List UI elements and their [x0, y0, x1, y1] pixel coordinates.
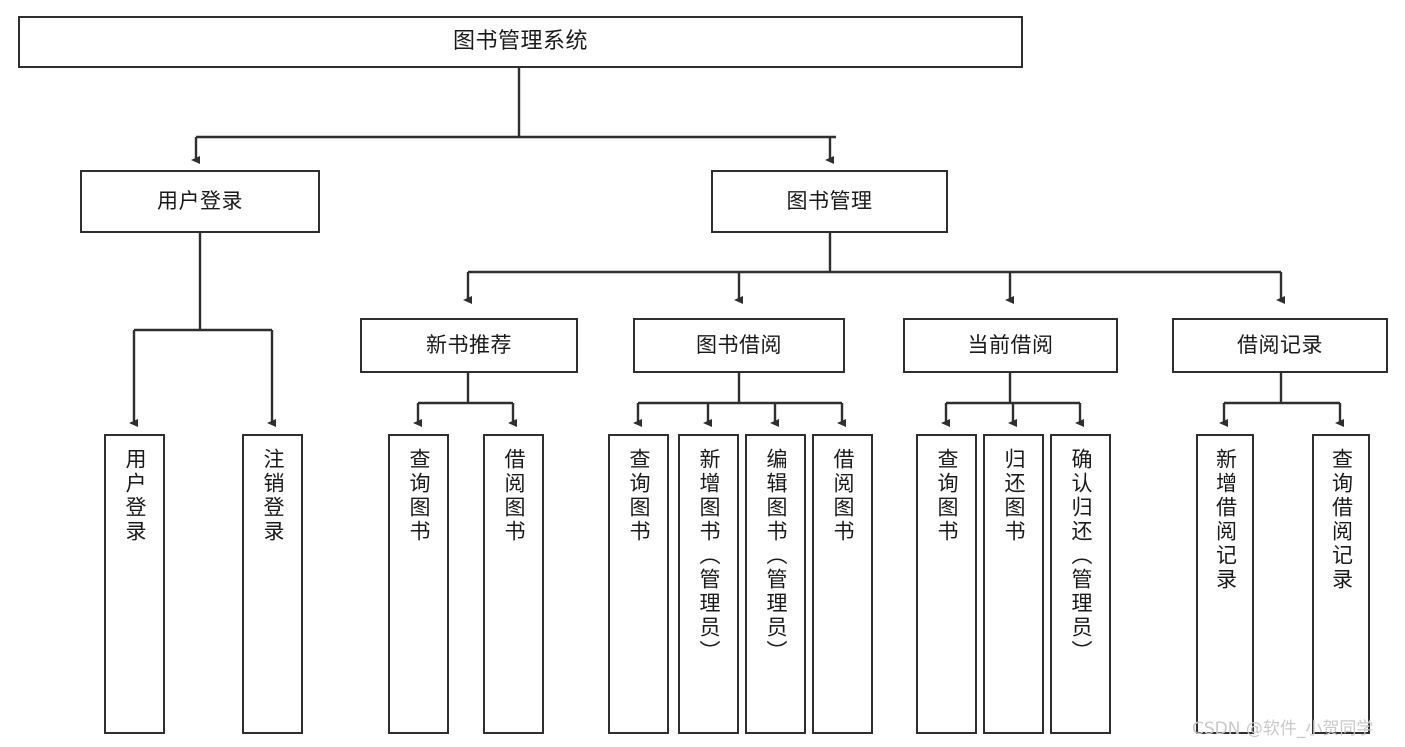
node-label: 新增借阅记录	[1213, 448, 1238, 592]
node-label: 查询图书	[627, 448, 651, 544]
node-label: 注销登录	[261, 448, 285, 544]
node-new-book-recommendation[interactable]: 新书推荐	[360, 318, 578, 373]
leaf-add-borrowing-record[interactable]: 新增借阅记录	[1196, 434, 1254, 734]
node-label: 新书推荐	[426, 333, 512, 358]
node-label: 新增图书（管理员）	[697, 448, 721, 664]
node-label: 图书管理系统	[452, 29, 588, 55]
node-label: 确认归还（管理员）	[1069, 448, 1093, 664]
node-borrowing-records[interactable]: 借阅记录	[1172, 318, 1388, 373]
node-label: 当前借阅	[967, 333, 1054, 358]
leaf-return-books[interactable]: 归还图书	[983, 434, 1044, 734]
node-label: 查询借阅记录	[1329, 448, 1354, 592]
node-label: 图书管理	[786, 189, 873, 214]
leaf-query-borrowing-record[interactable]: 查询借阅记录	[1312, 434, 1370, 734]
leaf-query-books-recommendation[interactable]: 查询图书	[388, 434, 449, 734]
leaf-logout[interactable]: 注销登录	[242, 434, 303, 734]
node-label: 图书借阅	[696, 333, 782, 358]
leaf-query-books-current[interactable]: 查询图书	[916, 434, 977, 734]
node-label: 编辑图书（管理员）	[764, 448, 788, 664]
node-label: 用户登录	[157, 189, 243, 214]
node-label: 查询图书	[935, 448, 959, 544]
node-root-book-management-system[interactable]: 图书管理系统	[18, 16, 1023, 68]
node-label: 归还图书	[1002, 448, 1026, 544]
leaf-add-book-admin[interactable]: 新增图书（管理员）	[678, 434, 739, 734]
node-label: 查询图书	[407, 448, 431, 544]
node-user-login[interactable]: 用户登录	[80, 170, 320, 233]
node-label: 用户登录	[123, 448, 147, 544]
node-label: 借阅图书	[502, 448, 526, 544]
node-label: 借阅记录	[1237, 333, 1323, 358]
leaf-edit-book-admin[interactable]: 编辑图书（管理员）	[745, 434, 806, 734]
leaf-borrow-books-borrowing[interactable]: 借阅图书	[812, 434, 873, 734]
node-label: 借阅图书	[831, 448, 855, 544]
node-book-management[interactable]: 图书管理	[711, 170, 948, 233]
leaf-borrow-books-recommendation[interactable]: 借阅图书	[483, 434, 544, 734]
leaf-query-books-borrowing[interactable]: 查询图书	[608, 434, 669, 734]
leaf-user-login[interactable]: 用户登录	[104, 434, 165, 734]
node-current-borrowing[interactable]: 当前借阅	[903, 318, 1118, 373]
csdn-watermark: CSDN @软件_小贺同学	[1192, 719, 1374, 739]
node-book-borrowing[interactable]: 图书借阅	[633, 318, 845, 373]
leaf-confirm-return-admin[interactable]: 确认归还（管理员）	[1050, 434, 1111, 734]
